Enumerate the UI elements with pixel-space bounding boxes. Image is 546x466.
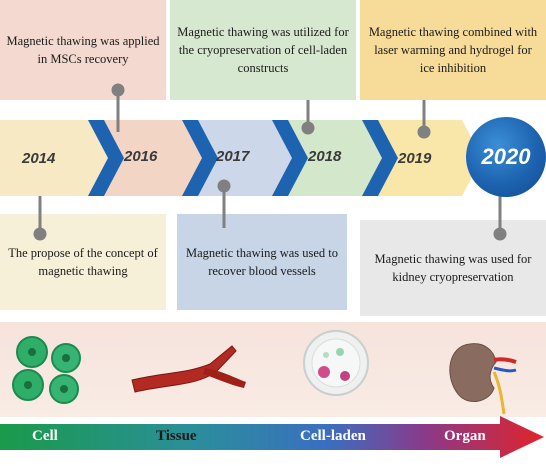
milestone-2018-text: Magnetic thawing was utilized for the cr… [177, 25, 349, 75]
scale-label-cell: Cell [32, 428, 58, 444]
year-2020: 2020 [481, 144, 531, 169]
milestone-2020-text: Magnetic thawing was used for kidney cry… [374, 252, 532, 284]
milestone-2017-box: Magnetic thawing was used to recover blo… [177, 214, 347, 310]
scale-label-cell-laden: Cell-laden [300, 428, 366, 444]
chevron-3 [272, 120, 308, 196]
year-2014: 2014 [22, 150, 56, 167]
segment-2017 [190, 120, 300, 196]
segment-2019 [370, 120, 482, 196]
milestone-2019-box: Magnetic thawing combined with laser war… [360, 0, 546, 100]
segment-2014 [0, 120, 115, 196]
kidney-icon [449, 343, 517, 415]
milestone-2014-box: The propose of the concept of magnetic t… [0, 214, 166, 310]
cell-laden-construct-icon [303, 330, 369, 396]
cells-icon [12, 336, 81, 404]
scale-label-tissue: Tissue [156, 428, 197, 444]
year-2018: 2018 [308, 148, 342, 165]
scale-arrow [0, 416, 544, 458]
milestone-2018-box: Magnetic thawing was utilized for the cr… [170, 0, 356, 100]
segment-2018 [280, 120, 390, 196]
milestone-2017-text: Magnetic thawing was used to recover blo… [185, 246, 339, 278]
milestone-2019-text: Magnetic thawing combined with laser war… [368, 25, 538, 75]
milestone-2020-box: Magnetic thawing was used for kidney cry… [360, 220, 546, 316]
blood-vessel-icon [131, 345, 246, 393]
milestone-2016-text: Magnetic thawing was applied in MSCs rec… [6, 34, 160, 66]
milestone-2016-box: Magnetic thawing was applied in MSCs rec… [0, 0, 166, 100]
scale-label-organ: Organ [444, 428, 486, 444]
chevron-2 [182, 120, 218, 196]
year-2017: 2017 [216, 148, 250, 165]
year-2019: 2019 [398, 150, 432, 167]
chevron-1 [88, 120, 124, 196]
milestone-2014-text: The propose of the concept of magnetic t… [8, 246, 158, 278]
chevron-4 [362, 120, 398, 196]
year-2016: 2016 [124, 148, 158, 165]
segment-2016 [95, 120, 210, 196]
year-2020-circle: 2020 [466, 117, 546, 197]
